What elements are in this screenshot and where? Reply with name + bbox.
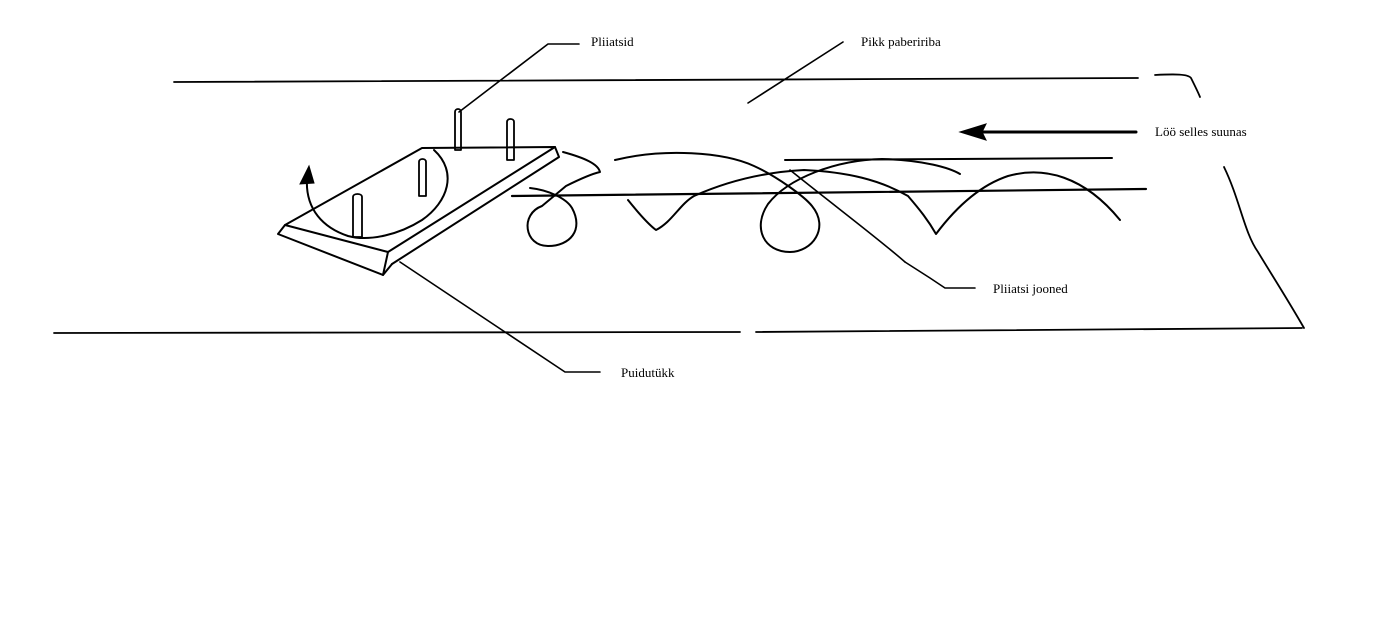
label-wood-block: Puidutükk (621, 365, 675, 380)
label-paper-strip: Pikk pabeririba (861, 34, 941, 49)
label-pencils: Pliiatsid (591, 34, 634, 49)
diagram-labels: Pliiatsid Pikk pabeririba Löö selles suu… (591, 34, 1247, 380)
rotation-arrow (299, 149, 449, 240)
direction-arrow (958, 123, 1138, 141)
leader-lines (399, 41, 976, 373)
paper-strip (53, 73, 1305, 334)
pencil-lines (510, 151, 1148, 253)
wood-block (277, 146, 560, 276)
label-direction: Löö selles suunas (1155, 124, 1247, 139)
label-pencil-lines: Pliiatsi jooned (993, 281, 1068, 296)
pencils (352, 108, 515, 238)
